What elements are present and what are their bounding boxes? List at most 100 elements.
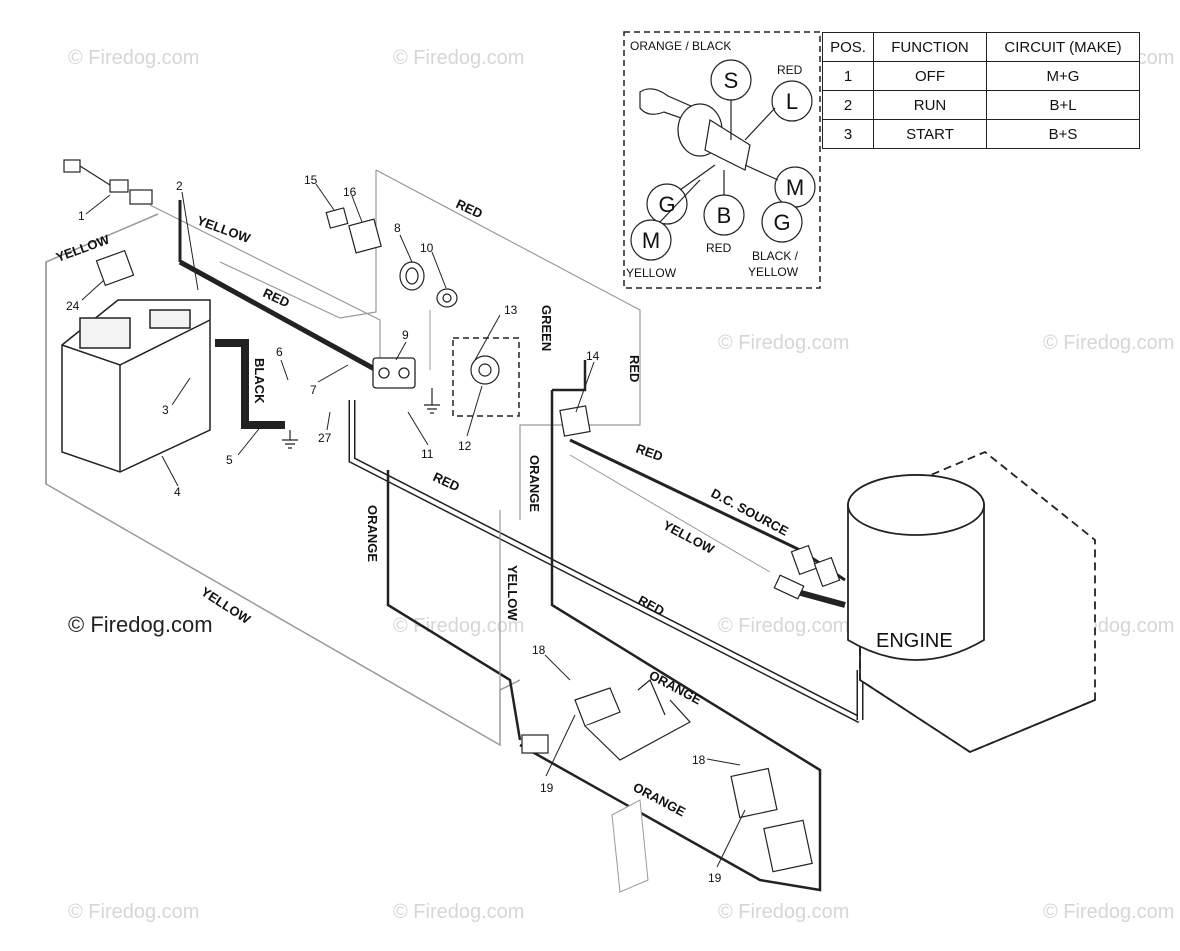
red-wire-battery (178, 259, 382, 375)
callout-number: 1 (78, 209, 85, 223)
yellow-engine-wire (569, 454, 771, 573)
callout-number: 7 (310, 383, 317, 397)
callout-numbers: 1 2 3 4 5 6 7 8 9 10 11 12 13 14 15 16 1… (66, 173, 722, 885)
table-header: CIRCUIT (MAKE) (986, 32, 1140, 62)
engine-connector (773, 544, 841, 600)
callout-number: 19 (540, 781, 554, 795)
callout-number: 18 (532, 643, 546, 657)
orange-wire-left (386, 470, 522, 741)
callout-number: 11 (421, 447, 434, 461)
callout-number: 15 (304, 173, 318, 187)
switch-inset: S L M G B M G ORANGE / BLACK RED RED YEL… (623, 31, 821, 289)
terminal-m (630, 219, 672, 261)
terminal-label: G (658, 192, 675, 217)
table-row: 2 RUN B+L (822, 90, 1140, 120)
terminal-label: G (773, 210, 790, 235)
wire-label: RED (454, 196, 485, 221)
copyright-notice: © Firedog.com (68, 612, 213, 637)
connector-14 (559, 405, 591, 437)
terminal-label: L (786, 89, 798, 114)
callout-number: 3 (162, 403, 169, 417)
terminal-g-right (761, 201, 803, 243)
key-switch (470, 355, 500, 385)
watermark: © Firedog.com (68, 47, 199, 69)
callout-number: 13 (504, 303, 518, 317)
table-header-row: POS. FUNCTION CIRCUIT (MAKE) (822, 32, 1140, 62)
key-switch-box (452, 337, 520, 417)
wire-label: ORANGE (365, 505, 380, 562)
table-cell: M+G (986, 61, 1140, 91)
wire-label: RED (627, 355, 642, 382)
callout-number: 10 (420, 241, 434, 255)
wire-labels: YELLOW YELLOW RED BLACK RED GREEN RED RE… (54, 196, 953, 819)
wire-label: GREEN (539, 305, 554, 351)
table-cell: B+S (986, 119, 1140, 149)
table-row: 3 START B+S (822, 119, 1140, 149)
terminal-label: S (724, 68, 739, 93)
watermark: © Firedog.com (1043, 332, 1174, 354)
table-cell: RUN (873, 90, 987, 120)
wire-label: BLACK (252, 358, 267, 404)
callout-number: 8 (394, 221, 401, 235)
watermark: © Firedog.com (718, 332, 849, 354)
watermark: © Firedog.com (393, 47, 524, 69)
wire-label: RED (431, 469, 462, 494)
watermark: © Firedog.com (68, 901, 199, 923)
mount-bracket (611, 799, 649, 893)
black-ground-wire (215, 339, 285, 429)
table-cell: B+L (986, 90, 1140, 120)
wire-label: ORANGE (527, 455, 542, 512)
inset-wire-label: RED (777, 63, 803, 77)
harness-connector (63, 159, 153, 205)
inset-wire-label: BLACK / (752, 249, 799, 263)
watermark: © Firedog.com (718, 615, 849, 637)
callout-number: 2 (176, 179, 183, 193)
connector-24 (95, 249, 135, 287)
bezel (399, 261, 458, 308)
watermark: © Firedog.com (393, 901, 524, 923)
table-header: FUNCTION (873, 32, 987, 62)
callout-number: 16 (343, 185, 357, 199)
callout-number: 24 (66, 299, 80, 313)
yellow-wire-loop (45, 213, 521, 747)
table-cell: 1 (822, 61, 874, 91)
inset-wire-label: YELLOW (626, 266, 677, 280)
terminal-g (646, 183, 688, 225)
table-header: POS. (822, 32, 874, 62)
engine-label: ENGINE (876, 630, 953, 652)
battery (61, 299, 211, 473)
switch-clip (325, 207, 382, 254)
callout-number: 27 (318, 431, 332, 445)
wire-label: RED (634, 441, 665, 464)
switch-function-table: POS. FUNCTION CIRCUIT (MAKE) 1 OFF M+G 2… (822, 32, 1140, 149)
solenoid (372, 357, 416, 389)
watermark: © Firedog.com (718, 901, 849, 923)
plunger-switch (730, 767, 813, 873)
terminal-label: M (642, 228, 660, 253)
table-cell: 2 (822, 90, 874, 120)
wire-label: YELLOW (195, 213, 253, 246)
watermark: © Firedog.com (1043, 901, 1174, 923)
callout-number: 19 (708, 871, 722, 885)
leader-lines (81, 183, 746, 868)
wire-label: YELLOW (505, 565, 520, 621)
seat-switch (574, 679, 691, 761)
seat-connector (521, 734, 549, 754)
watermark: © Firedog.com (393, 615, 524, 637)
inset-wire-label: ORANGE / BLACK (630, 39, 731, 53)
terminal-label: M (786, 175, 804, 200)
callout-number: 12 (458, 439, 472, 453)
callout-number: 18 (692, 753, 706, 767)
callout-number: 6 (276, 345, 283, 359)
table-cell: OFF (873, 61, 987, 91)
ground-symbol (282, 388, 440, 449)
orange-wire-right (519, 390, 822, 892)
terminal-label: B (717, 203, 732, 228)
callout-number: 4 (174, 485, 181, 499)
terminal-l (771, 80, 813, 122)
table-cell: START (873, 119, 987, 149)
inset-wire-label: YELLOW (748, 265, 799, 279)
key-icon (639, 88, 751, 171)
callout-number: 14 (586, 349, 600, 363)
